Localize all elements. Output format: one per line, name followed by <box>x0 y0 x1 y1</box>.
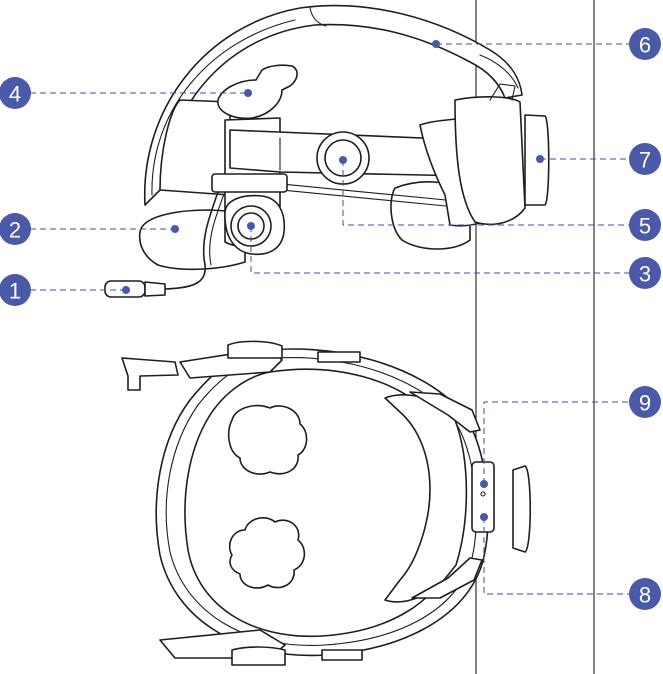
callout-badge-5: 5 <box>629 209 661 241</box>
rear-cushion-upper <box>229 406 307 474</box>
strap-bracket <box>212 174 287 192</box>
callout-badge-2: 2 <box>0 213 31 245</box>
dot-4 <box>244 89 252 97</box>
upper-connector <box>122 358 178 390</box>
callout-badge-4: 4 <box>0 77 31 109</box>
upper-strap-tab <box>318 352 360 362</box>
front-button-housing <box>472 462 494 532</box>
callout-badge-8: 8 <box>629 578 661 610</box>
upper-hinge-cap <box>228 341 282 358</box>
dot-7 <box>536 155 544 163</box>
callout-label-6: 6 <box>639 33 651 58</box>
callout-label-2: 2 <box>9 218 21 243</box>
callout-label-1: 1 <box>9 279 21 304</box>
side-view-headstrap <box>105 6 549 297</box>
callout-label-3: 3 <box>639 262 651 287</box>
lower-hinge-cap <box>232 647 285 665</box>
callout-badge-1: 1 <box>0 274 31 306</box>
top-view-headstrap <box>122 341 530 665</box>
dot-3 <box>247 222 255 230</box>
dot-2 <box>171 225 179 233</box>
callout-badge-7: 7 <box>629 143 661 175</box>
dot-6 <box>432 40 440 48</box>
callout-label-8: 8 <box>639 583 651 608</box>
dot-5 <box>339 156 347 164</box>
connector-neck <box>145 282 165 296</box>
callout-badge-3: 3 <box>629 257 661 289</box>
dot-1 <box>122 286 130 294</box>
front-battery-top <box>513 466 530 552</box>
callout-badge-9: 9 <box>629 386 661 418</box>
callout-label-4: 4 <box>9 82 21 107</box>
callout-label-5: 5 <box>639 214 651 239</box>
lower-strap-tab <box>322 650 362 660</box>
adjuster-head <box>218 65 297 118</box>
dot-8 <box>480 513 488 521</box>
dot-9 <box>480 480 488 488</box>
leader-8 <box>484 517 632 594</box>
leader-9 <box>484 402 632 484</box>
callout-label-7: 7 <box>639 148 651 173</box>
callout-badge-6: 6 <box>629 28 661 60</box>
callout-label-9: 9 <box>639 391 651 416</box>
